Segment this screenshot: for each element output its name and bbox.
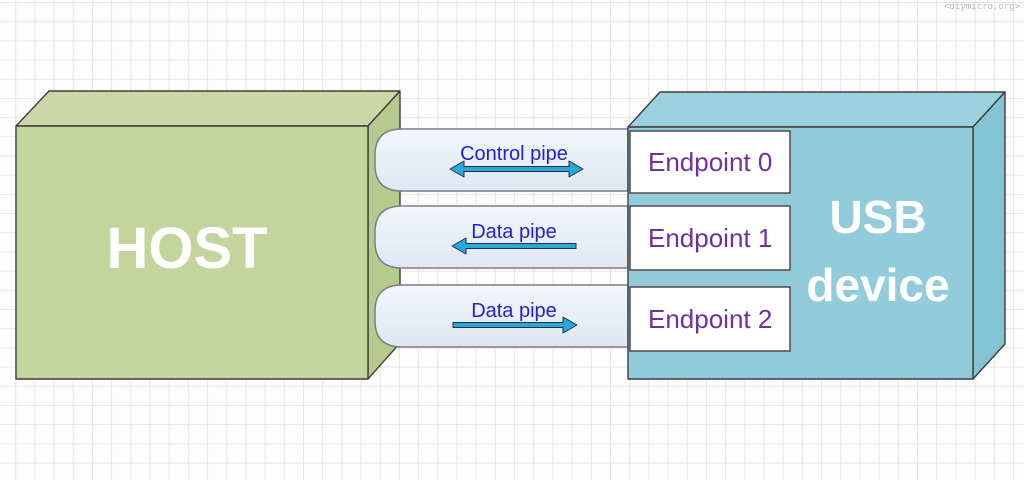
pipe-data-in-label: Data pipe xyxy=(471,221,557,243)
device-top-face xyxy=(627,91,1006,128)
pipe-data-in: Data pipe xyxy=(374,205,629,269)
pipe-control: Control pipe xyxy=(374,128,629,192)
device-label-line1: USB xyxy=(829,191,926,243)
endpoint-1: Endpoint 1 xyxy=(629,205,791,271)
arrow-bidirectional-icon xyxy=(449,160,584,178)
endpoint-0-box xyxy=(629,130,791,194)
endpoint-1-label: Endpoint 1 xyxy=(648,223,772,253)
pipe-control-shape xyxy=(374,128,629,192)
pipe-data-out-label: Data pipe xyxy=(471,300,557,322)
pipe-data-in-shape xyxy=(374,205,629,269)
host-top-face xyxy=(15,90,401,127)
pipe-control-label: Control pipe xyxy=(460,143,568,165)
endpoint-0-label: Endpoint 0 xyxy=(648,147,772,177)
arrow-left-icon xyxy=(451,237,577,255)
watermark: <diymicro.org> xyxy=(944,2,1020,12)
host-box: HOST xyxy=(15,90,401,380)
endpoint-0: Endpoint 0 xyxy=(629,130,791,194)
pipe-data-out: Data pipe xyxy=(374,284,629,348)
device-side-face xyxy=(972,91,1006,380)
device-label-line2: device xyxy=(806,259,949,311)
host-front-face xyxy=(15,125,369,380)
endpoint-2-box xyxy=(629,286,791,352)
arrow-right-icon xyxy=(452,316,578,334)
usb-device-box: USB device Endpoint 0 Endpoint 1 Endpoin… xyxy=(627,91,1006,380)
endpoint-1-box xyxy=(629,205,791,271)
host-label: HOST xyxy=(106,216,267,281)
endpoint-2: Endpoint 2 xyxy=(629,286,791,352)
endpoint-2-label: Endpoint 2 xyxy=(648,304,772,334)
